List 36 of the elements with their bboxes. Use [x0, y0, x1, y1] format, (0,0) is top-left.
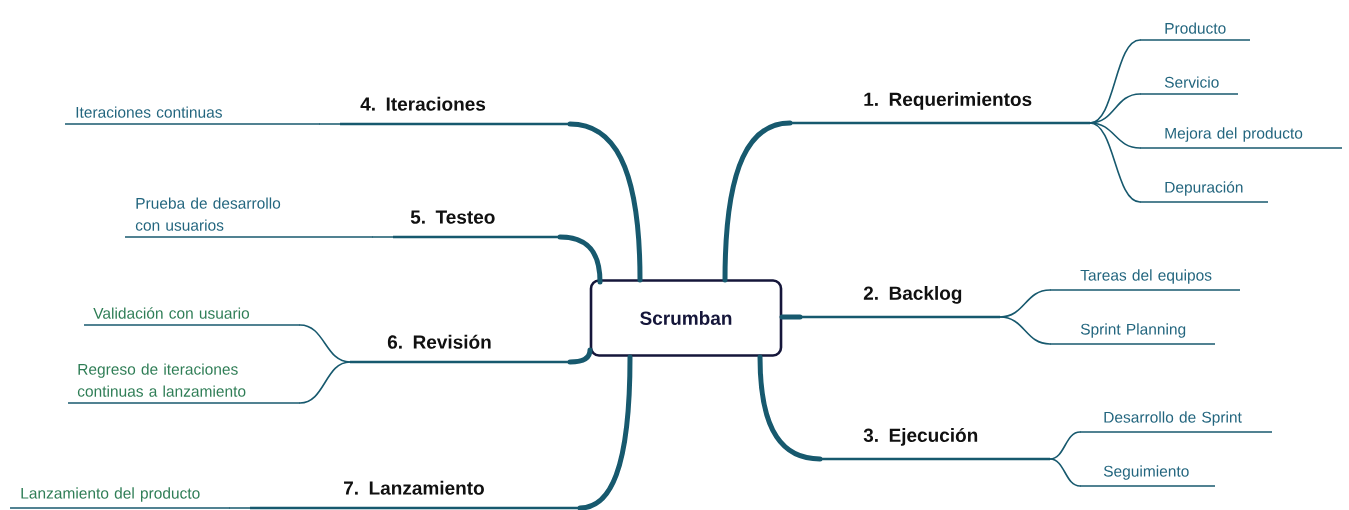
- branch-line: [1089, 122, 1141, 149]
- topic-label: 7. Lanzamiento: [250, 480, 580, 510]
- branch-line: [229, 507, 251, 509]
- branch-line: [567, 347, 593, 365]
- branch-line: [577, 354, 633, 510]
- branch-line: [722, 120, 793, 283]
- central-box: Scrumban: [589, 279, 783, 357]
- topic-label: 6. Revisión: [350, 334, 570, 364]
- branch-line: [999, 316, 1051, 345]
- branch-line: [779, 314, 803, 320]
- branch-line: [319, 123, 341, 125]
- subtopic-label: Servicio: [1139, 76, 1239, 95]
- subtopic-label: Mejora del producto: [1139, 127, 1343, 149]
- topic-label: 4. Iteraciones: [340, 96, 570, 126]
- branch-line: [1049, 458, 1081, 487]
- subtopic-label: Regreso de iteraciones continuas a lanzamiento: [67, 363, 301, 404]
- branch-line: [1089, 122, 1141, 203]
- subtopic-label: Validación con usuario: [83, 307, 301, 326]
- branch-line: [372, 236, 394, 238]
- subtopic-label: Lanzamiento del producto: [9, 487, 231, 509]
- subtopic-label: Depuración: [1139, 181, 1269, 203]
- subtopic-label: Desarrollo de Sprint: [1079, 411, 1273, 433]
- branch-line: [299, 361, 351, 404]
- topic-label: 2. Backlog: [800, 286, 1000, 319]
- subtopic-label: Tareas del equipos: [1049, 269, 1241, 291]
- subtopic-label: Iteraciones continuas: [64, 106, 321, 125]
- branch-line: [557, 234, 603, 285]
- subtopic-label: Sprint Planning: [1049, 323, 1216, 345]
- subtopic-label: Producto: [1139, 22, 1251, 41]
- topic-label: 5. Testeo: [393, 210, 560, 239]
- subtopic-label: Seguimiento: [1079, 465, 1216, 487]
- subtopic-label: Prueba de desarrollo con usuarios: [124, 197, 374, 238]
- topic-label: 3. Ejecución: [820, 427, 1050, 461]
- branch-line: [757, 354, 823, 462]
- branch-line: [567, 121, 643, 283]
- topic-label: 1. Requerimientos: [790, 92, 1090, 125]
